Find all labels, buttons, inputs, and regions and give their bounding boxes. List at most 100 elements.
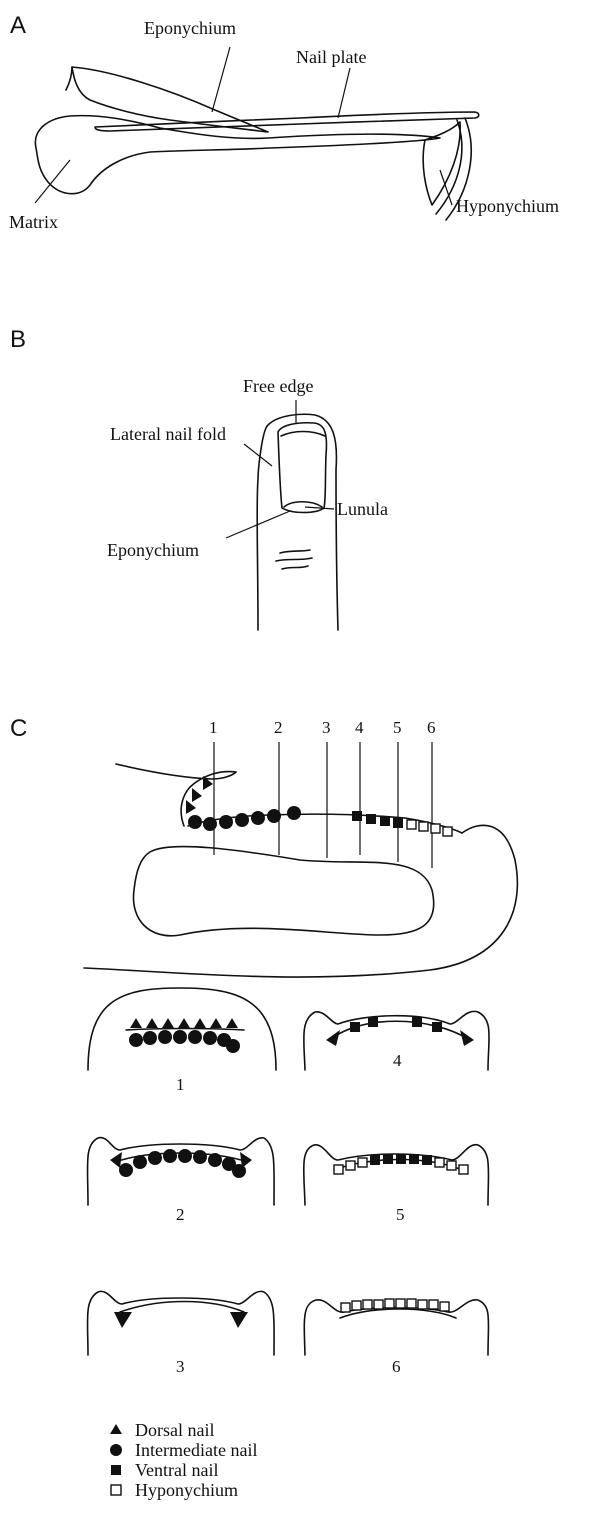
dorsal-triangle-marker xyxy=(178,1018,190,1028)
ventral-square-marker xyxy=(412,1017,422,1027)
dorsal-triangle-marker xyxy=(130,1018,142,1028)
intermediate-circle-marker xyxy=(163,1149,177,1163)
section-number-5: 5 xyxy=(393,718,402,737)
lunula-outline xyxy=(284,502,322,507)
hyponychium-square-marker xyxy=(358,1158,367,1167)
cross-section-number-1: 1 xyxy=(176,1075,185,1094)
hyponychium-square-marker xyxy=(435,1158,444,1167)
hyponychium-label: Hyponychium xyxy=(456,196,559,216)
intermediate-circle-marker xyxy=(203,1031,217,1045)
panel-c: C 1 2 3 4 5 6 xyxy=(10,715,517,1376)
intermediate-circle-marker xyxy=(203,817,217,831)
intermediate-circle-marker xyxy=(219,815,233,829)
hyponychium-square-marker xyxy=(407,820,416,829)
ventral-square-marker xyxy=(422,1155,432,1165)
matrix-label: Matrix xyxy=(9,212,58,232)
ventral-square-marker xyxy=(380,816,390,826)
dorsal-triangle-marker xyxy=(110,1152,122,1168)
legend-item-hyponychium: Hyponychium xyxy=(111,1480,238,1500)
hyponychium-square-marker xyxy=(341,1303,350,1312)
ventral-square-marker xyxy=(432,1022,442,1032)
ventral-square-marker xyxy=(409,1154,419,1164)
legend-item-intermediate-nail: Intermediate nail xyxy=(110,1440,257,1460)
hyponychium-square-marker xyxy=(431,824,440,833)
dorsal-triangle-marker xyxy=(186,800,196,814)
cross-section-number-6: 6 xyxy=(392,1357,401,1376)
cross-section-nail-curve xyxy=(120,1302,244,1313)
legend-item-ventral-nail: Ventral nail xyxy=(111,1460,218,1480)
hyponychium-square-marker xyxy=(418,1300,427,1309)
intermediate-circle-marker xyxy=(119,1163,133,1177)
hyponychium-square-marker xyxy=(352,1301,361,1310)
cross-section-number-3: 3 xyxy=(176,1357,185,1376)
hyponychium-square-marker xyxy=(429,1300,438,1309)
section-number-1: 1 xyxy=(209,718,218,737)
knuckle-crease-1 xyxy=(280,550,310,553)
intermediate-circle-marker xyxy=(148,1151,162,1165)
triangle-filled-icon xyxy=(110,1424,122,1434)
cross-section-2: 2 xyxy=(87,1138,274,1224)
section-number-2: 2 xyxy=(274,718,283,737)
cross-section-4: 4 xyxy=(304,1011,489,1070)
dorsal-triangle-marker xyxy=(114,1312,132,1328)
knuckle-crease-3 xyxy=(282,566,308,569)
intermediate-circle-marker xyxy=(158,1030,172,1044)
dorsal-triangle-marker xyxy=(162,1018,174,1028)
section-number-3: 3 xyxy=(322,718,331,737)
intermediate-circle-marker xyxy=(287,806,301,820)
cross-section-number-4: 4 xyxy=(393,1051,402,1070)
eponychium-fold xyxy=(72,67,268,132)
intermediate-circle-marker xyxy=(188,1030,202,1044)
intermediate-circle-marker xyxy=(133,1155,147,1169)
lateral-nail-fold-leader xyxy=(244,444,272,466)
dorsal-triangle-marker xyxy=(460,1030,474,1046)
cross-section-outline xyxy=(87,1138,274,1205)
ventral-square-marker xyxy=(396,1154,406,1164)
nail-plate xyxy=(95,112,479,131)
hyponychium-square-marker xyxy=(385,1299,394,1308)
hyponychium-square-marker xyxy=(447,1161,456,1170)
hyponychium-square-marker xyxy=(374,1300,383,1309)
intermediate-circle-marker xyxy=(226,1039,240,1053)
intermediate-circle-marker xyxy=(251,811,265,825)
panel-a: A Eponychium Nail plate Matrix Hyponychi… xyxy=(9,12,559,232)
ventral-square-marker xyxy=(350,1022,360,1032)
proximal-fold-flap xyxy=(116,764,236,826)
legend-label-dorsal-nail: Dorsal nail xyxy=(135,1420,214,1440)
lunula-label: Lunula xyxy=(337,499,388,519)
cross-section-3: 3 xyxy=(87,1291,274,1376)
legend-label-ventral-nail: Ventral nail xyxy=(135,1460,218,1480)
legend-item-dorsal-nail: Dorsal nail xyxy=(110,1420,214,1440)
cross-section-6: 6 xyxy=(304,1299,488,1376)
intermediate-circle-marker xyxy=(232,1164,246,1178)
intermediate-circle-marker xyxy=(129,1033,143,1047)
hyponychium-square-marker xyxy=(459,1165,468,1174)
nail-plate-leader xyxy=(338,68,350,118)
lateral-nail-fold-label: Lateral nail fold xyxy=(110,424,226,444)
hyponychium-square-marker xyxy=(419,822,428,831)
hyponychium-square-marker xyxy=(440,1302,449,1311)
circle-filled-icon xyxy=(110,1444,122,1456)
panel-b: B Free edge Lateral nail fold Lunula Epo… xyxy=(10,326,388,630)
intermediate-circle-marker xyxy=(178,1149,192,1163)
ventral-square-marker xyxy=(368,1017,378,1027)
cross-section-5: 5 xyxy=(304,1145,489,1224)
dorsal-triangle-marker xyxy=(192,788,202,802)
cross-section-outline xyxy=(304,1145,489,1205)
hyponychium-square-marker xyxy=(346,1161,355,1170)
ventral-square-marker xyxy=(370,1155,380,1165)
dorsal-triangle-marker xyxy=(326,1030,340,1046)
knuckle-crease-2 xyxy=(276,558,312,561)
intermediate-circle-marker xyxy=(267,809,281,823)
dorsal-triangle-marker xyxy=(210,1018,222,1028)
dorsal-triangle-marker xyxy=(230,1312,248,1328)
legend-label-intermediate-nail: Intermediate nail xyxy=(135,1440,257,1460)
hyponychium-square-marker xyxy=(396,1299,405,1308)
free-edge-label: Free edge xyxy=(243,376,313,396)
ventral-square-marker xyxy=(352,811,362,821)
legend: Dorsal nail Intermediate nail Ventral na… xyxy=(110,1420,257,1500)
intermediate-circle-marker xyxy=(188,815,202,829)
square-filled-icon xyxy=(111,1465,121,1475)
square-hollow-icon xyxy=(111,1485,121,1495)
